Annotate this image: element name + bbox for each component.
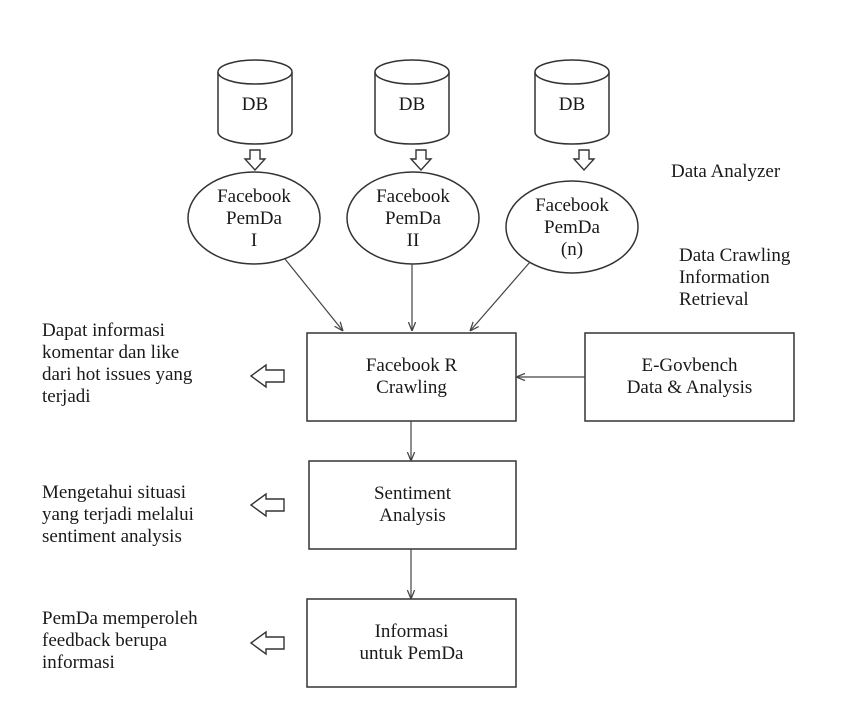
source-label-2: Facebook PemDa II [357, 186, 469, 252]
process-box-egov [584, 332, 795, 422]
hollow-left-arrow-1 [249, 363, 285, 389]
database-cylinder-3 [534, 59, 610, 145]
arrow-source3-to-crawling [470, 261, 531, 331]
hollow-down-arrow-3 [572, 149, 596, 172]
hollow-left-arrow-2 [249, 492, 285, 518]
layer-label-data-analyzer: Data Analyzer [671, 161, 781, 182]
layer-label-crawling: Data Crawling Information Retrieval [679, 245, 791, 310]
source-line3: I [250, 230, 258, 251]
source-line3: (n) [560, 239, 584, 260]
hollow-down-arrow-1 [243, 149, 267, 172]
output-note-crawling: Dapat informasi komentar dan like dari h… [42, 320, 193, 407]
process-box-informasi [306, 598, 517, 688]
arrow-source1-to-crawling [284, 258, 343, 331]
process-box-crawling [306, 332, 517, 422]
source-line2: PemDa [226, 208, 282, 229]
process-label-crawling: Facebook R Crawling [365, 355, 458, 398]
process-label-egov: E-Govbench Data & Analysis [626, 355, 753, 398]
process-label-sentiment: Sentiment Analysis [373, 483, 452, 526]
source-line2: PemDa [385, 208, 441, 229]
hollow-down-arrow-2 [409, 149, 433, 172]
database-label: DB [241, 94, 269, 115]
database-cylinder-2 [374, 59, 450, 145]
source-line1: Facebook [376, 186, 450, 207]
source-line3: II [406, 230, 420, 251]
source-ellipse-2 [346, 171, 480, 265]
source-label-1: Facebook PemDa I [198, 186, 310, 252]
output-note-sentiment: Mengetahui situasi yang terjadi melalui … [42, 482, 194, 547]
process-box-sentiment [308, 460, 517, 550]
source-line1: Facebook [535, 195, 609, 216]
source-ellipse-3 [505, 180, 639, 274]
database-label: DB [558, 94, 586, 115]
source-label-3: Facebook PemDa (n) [516, 195, 628, 261]
database-label: DB [398, 94, 426, 115]
source-line2: PemDa [544, 217, 600, 238]
process-label-informasi: Informasi untuk PemDa [359, 621, 464, 664]
source-ellipse-1 [187, 171, 321, 265]
database-cylinder-1 [217, 59, 293, 145]
source-line1: Facebook [217, 186, 291, 207]
output-note-informasi: PemDa memperoleh feedback berupa informa… [42, 608, 198, 673]
hollow-left-arrow-3 [249, 630, 285, 656]
